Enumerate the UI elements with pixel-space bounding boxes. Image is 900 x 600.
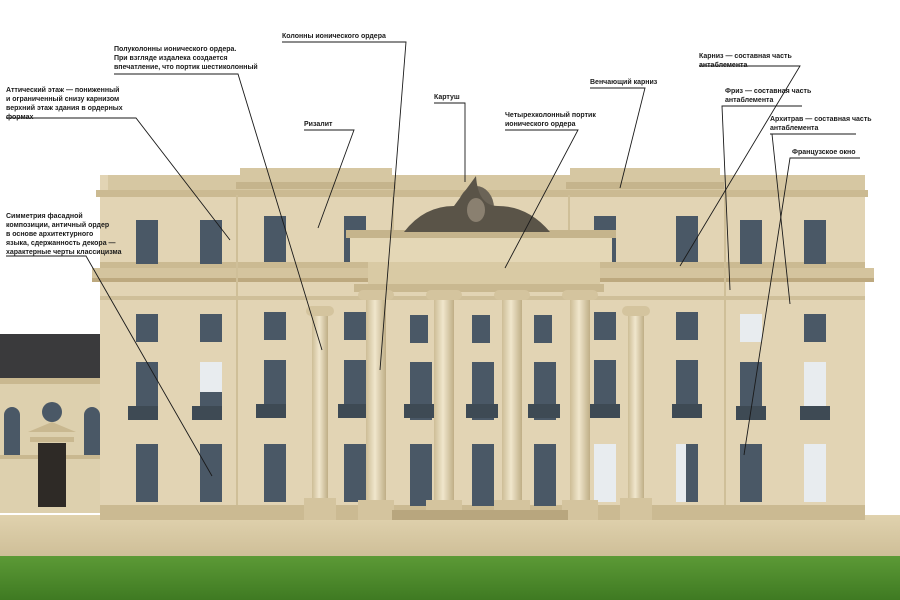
label-ionic-columns: Колонны ионического ордера xyxy=(282,32,386,41)
leader-ionic-columns xyxy=(282,41,407,371)
leader-risalit xyxy=(304,129,355,229)
label-line: При взгляде издалека создается xyxy=(114,55,228,62)
label-french-window: Французское окно xyxy=(792,148,855,157)
label-line: Карниз — составная часть xyxy=(699,53,792,60)
label-line: языка, сдержанность декора — xyxy=(6,240,116,247)
label-line: Архитрав — составная часть xyxy=(770,116,872,123)
leader-french-window xyxy=(743,157,860,456)
leader-attic xyxy=(6,117,231,241)
label-line: Венчающий карниз xyxy=(590,79,658,86)
lawn xyxy=(0,556,900,600)
label-frieze: Фриз — составная часть антаблемента xyxy=(725,87,811,105)
label-line: формах xyxy=(6,114,34,121)
leader-frieze xyxy=(721,105,802,291)
label-line: верхний этаж здания в ордерных xyxy=(6,105,123,112)
label-line: Картуш xyxy=(434,94,460,101)
label-line: характерные черты классицизма xyxy=(6,249,122,256)
label-line: Аттический этаж — пониженный xyxy=(6,87,120,94)
label-line: Симметрия фасадной xyxy=(6,213,83,220)
label-line: антаблемента xyxy=(725,97,774,104)
label-crowning-cornice: Венчающий карниз xyxy=(590,78,657,87)
label-risalit: Ризалит xyxy=(304,120,332,129)
label-line: Колонны ионического ордера xyxy=(282,33,386,40)
label-semicolumns: Полуколонны ионического ордера. При взгл… xyxy=(114,45,258,72)
leader-portico xyxy=(504,129,579,269)
gravel-court xyxy=(0,515,900,560)
label-cartouche: Картуш xyxy=(434,93,460,102)
label-architrave: Архитрав — составная часть антаблемента xyxy=(770,115,872,133)
portico xyxy=(304,176,652,520)
leader-cornice xyxy=(679,65,801,267)
label-line: ионического ордера xyxy=(505,121,576,128)
label-line: композиции, античный ордер xyxy=(6,222,110,229)
label-line: Четырехколонный портик xyxy=(505,112,596,119)
label-line: Фриз — составная часть xyxy=(725,88,812,95)
windows xyxy=(128,216,830,506)
label-line: антаблемента xyxy=(770,125,819,132)
label-line: и ограниченный снизу карнизом xyxy=(6,96,120,103)
leader-cartouche xyxy=(434,102,466,182)
leader-crowning-cornice xyxy=(590,87,646,189)
leader-symmetry xyxy=(6,255,213,477)
label-cornice: Карниз — составная часть антаблемента xyxy=(699,52,792,70)
label-line: Французское окно xyxy=(792,149,856,156)
label-attic: Аттический этаж — пониженный и ограничен… xyxy=(6,86,123,122)
cartouche-ornament xyxy=(404,176,550,232)
label-line: антаблемента xyxy=(699,62,748,69)
label-line: впечатление, что портик шестиколонный xyxy=(114,64,258,71)
label-line: Ризалит xyxy=(304,121,333,128)
leader-semicolumns xyxy=(114,73,323,351)
label-line: Полуколонны ионического ордера. xyxy=(114,46,237,53)
label-line: в основе архитектурного xyxy=(6,231,94,238)
leader-lines xyxy=(6,41,860,477)
label-portico: Четырехколонный портик ионического ордер… xyxy=(505,111,596,129)
label-symmetry: Симметрия фасадной композиции, античный … xyxy=(6,212,122,257)
left-wing xyxy=(0,334,102,513)
